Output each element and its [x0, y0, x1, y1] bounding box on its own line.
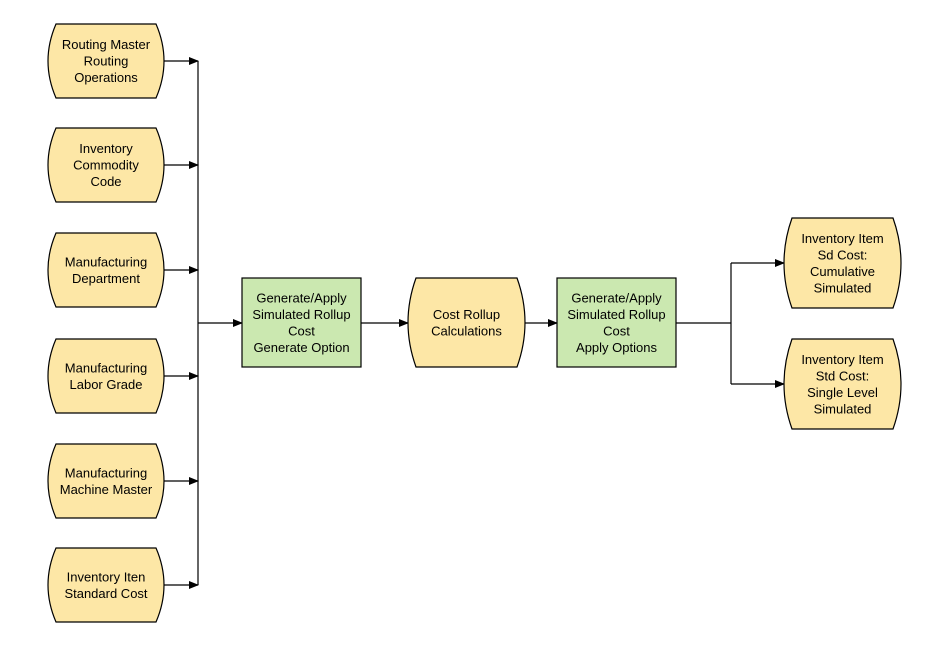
input-datastore-2-label-line: Code	[90, 174, 121, 189]
process-generate-shape	[241, 277, 362, 368]
input-datastore-1-label-line: Routing	[84, 54, 129, 69]
process-generate-label-line: Generate/Apply	[256, 290, 347, 305]
process-apply-label-line: Generate/Apply	[571, 290, 662, 305]
input-datastore-3-label-line: Department	[72, 271, 140, 286]
input-datastore-5-shape	[47, 443, 165, 519]
process-generate-label-line: Cost	[288, 323, 315, 338]
input-datastore-3-label-line: Manufacturing	[65, 254, 147, 269]
cost-rollup-datastore-shape	[407, 277, 526, 368]
output-datastore-1-label-line: Simulated	[814, 280, 872, 295]
nodes: Routing MasterRoutingOperationsInventory…	[47, 23, 902, 623]
cost-rollup-datastore-label-line: Cost Rollup	[433, 307, 500, 322]
cost-rollup-datastore-label-line: Calculations	[431, 323, 502, 338]
output-datastore-1-label-line: Cumulative	[810, 264, 875, 279]
input-datastore-6-label-line: Standard Cost	[64, 586, 147, 601]
output-datastore-2-label-line: Std Cost:	[816, 368, 869, 383]
process-generate-label-line: Simulated Rollup	[252, 307, 350, 322]
input-datastore-5-label-line: Machine Master	[60, 482, 153, 497]
input-datastore-1-label-line: Operations	[74, 70, 138, 85]
input-datastore-6-label-line: Inventory Iten	[67, 569, 146, 584]
input-datastore-2-shape	[47, 127, 165, 203]
output-datastore-1-label-line: Inventory Item	[801, 231, 883, 246]
input-datastore-4-label-line: Manufacturing	[65, 360, 147, 375]
input-datastore-4-label-line: Labor Grade	[70, 377, 143, 392]
input-datastore-2-label-line: Commodity	[73, 158, 139, 173]
input-datastore-5-label-line: Manufacturing	[65, 465, 147, 480]
output-datastore-1-label-line: Sd Cost:	[818, 247, 868, 262]
output-datastore-2-label-line: Single Level	[807, 385, 878, 400]
output-datastore-2-shape	[783, 338, 902, 430]
input-datastore-6-shape	[47, 547, 165, 623]
input-datastore-4-shape	[47, 338, 165, 414]
process-apply-label-line: Apply Options	[576, 340, 657, 355]
connectors	[162, 57, 785, 589]
input-datastore-1-label-line: Routing Master	[62, 37, 151, 52]
process-apply-shape	[556, 277, 677, 368]
output-datastore-1-shape	[783, 217, 902, 309]
output-datastore-2-label-line: Inventory Item	[801, 352, 883, 367]
process-apply-label-line: Simulated Rollup	[567, 307, 665, 322]
process-apply-label-line: Cost	[603, 323, 630, 338]
input-datastore-3-shape	[47, 232, 165, 308]
input-datastore-2-label-line: Inventory	[79, 141, 133, 156]
input-datastore-1-shape	[47, 23, 165, 99]
output-datastore-2-label-line: Simulated	[814, 401, 872, 416]
process-generate-label-line: Generate Option	[253, 340, 349, 355]
